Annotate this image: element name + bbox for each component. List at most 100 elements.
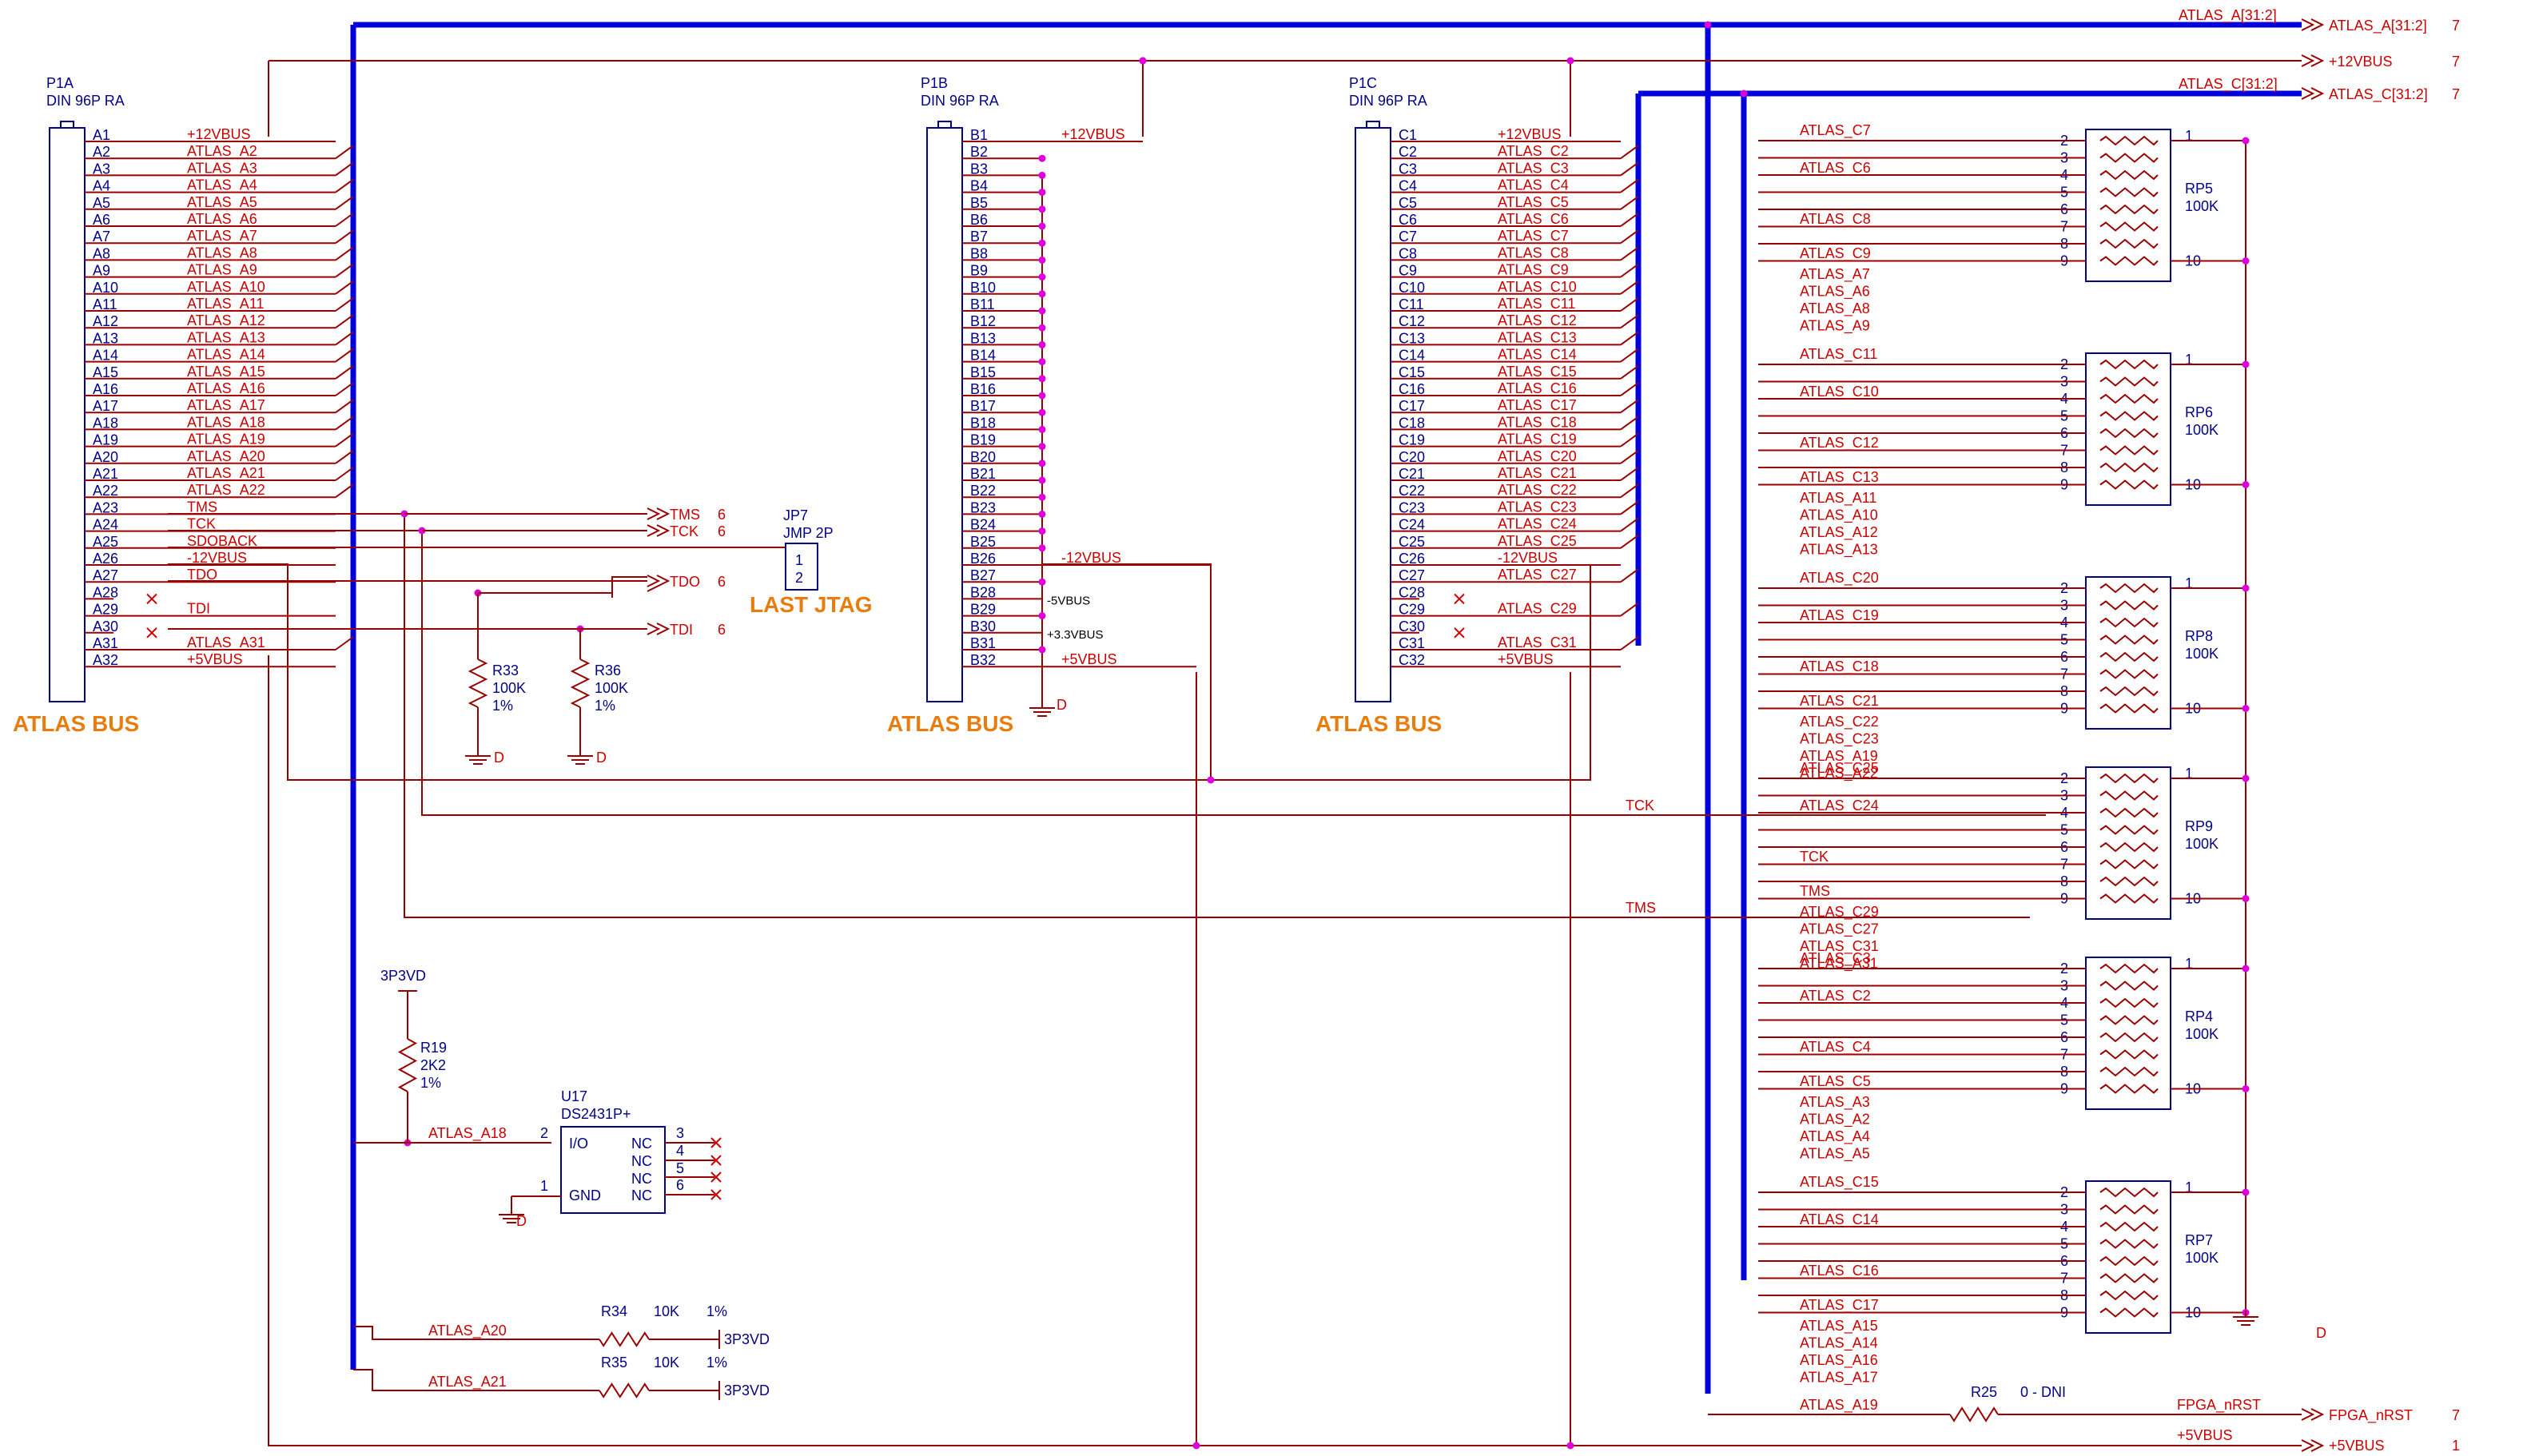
rpack-net-label: ATLAS_C16 bbox=[1800, 1263, 1879, 1279]
p1c-net-2: ATLAS_C2 bbox=[1498, 143, 1569, 160]
p1b-atlas-bus-title: ATLAS BUS bbox=[887, 711, 1013, 736]
svg-text:+12VBUS: +12VBUS bbox=[2329, 54, 2393, 70]
p1b-gnd-label: D bbox=[1057, 697, 1067, 713]
p1b-gnd-junction bbox=[1038, 239, 1046, 247]
u17-nc3: NC bbox=[631, 1136, 652, 1152]
rpack-junction bbox=[2242, 1188, 2250, 1196]
p1b-value: DIN 96P RA bbox=[921, 93, 999, 109]
p1c-bus-entry bbox=[1620, 161, 1639, 177]
p1a-pin-31: A31 bbox=[93, 635, 118, 651]
rpack-net-label: ATLAS_A11 bbox=[1800, 490, 1876, 507]
r35-tol: 1% bbox=[706, 1355, 727, 1370]
p1b-gnd-junction bbox=[1038, 171, 1046, 179]
rpack-net-label: ATLAS_C11 bbox=[1800, 346, 1877, 363]
p1a-net-23: TMS bbox=[187, 499, 217, 515]
p1c-pin-11: C11 bbox=[1399, 296, 1424, 312]
rpack-net-label: ATLAS_C8 bbox=[1800, 211, 1871, 228]
rpack-resistor bbox=[2099, 1255, 2159, 1267]
r36-symbol bbox=[570, 658, 591, 708]
rpack-resistor bbox=[2099, 135, 2159, 146]
rpack-resistor bbox=[2099, 825, 2159, 835]
p1a-net-20: ATLAS_A20 bbox=[187, 448, 265, 465]
rpack-rp9-value: 100K bbox=[2185, 836, 2219, 852]
p1b-net-b26: -12VBUS bbox=[1061, 550, 1121, 566]
rpack-resistor bbox=[2099, 153, 2159, 163]
p1a-noconn-30 bbox=[146, 627, 157, 638]
p1c-bus-entry bbox=[1620, 213, 1639, 227]
u17-noconn-3 bbox=[710, 1137, 722, 1148]
p1c-bus-entry bbox=[1620, 331, 1639, 346]
p1c-net-20: ATLAS_C20 bbox=[1498, 448, 1577, 465]
p1b-pin-13: B13 bbox=[970, 330, 996, 346]
rpack-resistor bbox=[2099, 462, 2159, 473]
p1c-net-18: ATLAS_C18 bbox=[1498, 414, 1577, 431]
rpack-rp7-body bbox=[2085, 1180, 2171, 1334]
offpage-arrow-fpga bbox=[2301, 1408, 2325, 1421]
rpack-resistor bbox=[2099, 651, 2159, 662]
rpack-junction bbox=[2242, 895, 2250, 902]
r34-value: 10K bbox=[654, 1303, 679, 1319]
jp7-pin1: 1 bbox=[795, 552, 803, 568]
p1c-pin-14: C14 bbox=[1399, 348, 1425, 364]
p1c-pin-25: C25 bbox=[1399, 534, 1425, 550]
p1a-net-2: ATLAS_A2 bbox=[187, 143, 257, 160]
jp7-ref: JP7 bbox=[783, 507, 808, 523]
r36-gnd-label: D bbox=[596, 750, 607, 766]
net-5vbus-bottom: +5VBUS bbox=[2177, 1427, 2233, 1443]
p1a-net-25: SDOBACK bbox=[187, 533, 257, 549]
p1b-pin-10: B10 bbox=[970, 280, 996, 296]
p1a-pin-24: A24 bbox=[93, 517, 118, 533]
u17-noconn-6 bbox=[710, 1189, 722, 1200]
p1b-gnd-junction bbox=[1038, 189, 1046, 197]
p1a-bus-entry bbox=[335, 213, 354, 227]
rpack-resistor bbox=[2099, 376, 2159, 387]
p1a-bus-entry bbox=[335, 178, 354, 193]
svg-text:6: 6 bbox=[718, 523, 726, 539]
p1c-bus-entry bbox=[1620, 145, 1639, 160]
rpack-rp4-body bbox=[2085, 957, 2171, 1110]
r33-value: 100K bbox=[492, 680, 526, 696]
rpack-net-label: ATLAS_C18 bbox=[1800, 658, 1879, 675]
p1a-bus-entry bbox=[335, 195, 354, 210]
rpack-net-label: ATLAS_A15 bbox=[1800, 1318, 1878, 1335]
rpack-net-label: ATLAS_C31 bbox=[1800, 938, 1879, 955]
rpack-rp9-body bbox=[2085, 766, 2171, 920]
p1b-pin-14: B14 bbox=[970, 348, 996, 364]
jp7-pin2: 2 bbox=[795, 570, 803, 586]
p1c-net-26: -12VBUS bbox=[1498, 550, 1558, 566]
p1c-pin-26: C26 bbox=[1399, 551, 1425, 567]
u17-nc4: NC bbox=[631, 1153, 652, 1169]
p1b-pin-7: B7 bbox=[970, 229, 988, 245]
p1a-net-11: ATLAS_A11 bbox=[187, 296, 264, 312]
svg-text:TMS: TMS bbox=[670, 507, 700, 523]
p1b-gnd-junction bbox=[1038, 392, 1046, 400]
r33-ref: R33 bbox=[492, 662, 519, 678]
rpack-resistor bbox=[2099, 617, 2159, 628]
p1a-pin-16: A16 bbox=[93, 381, 118, 397]
rpack-rp5-ref: RP5 bbox=[2185, 181, 2213, 197]
r33-tol: 1% bbox=[492, 698, 513, 714]
p1c-net-14: ATLAS_C14 bbox=[1498, 347, 1577, 364]
p1c-bus-entry bbox=[1620, 467, 1639, 481]
u17-gnd-label: GND bbox=[569, 1187, 601, 1203]
p1c-bus-entry bbox=[1620, 517, 1639, 532]
r33-gnd-label: D bbox=[494, 750, 504, 766]
net-fpga-nrst: FPGA_nRST bbox=[2177, 1397, 2261, 1414]
rpack-junction bbox=[2242, 584, 2250, 592]
p1a-net-6: ATLAS_A6 bbox=[187, 211, 257, 228]
rpack-net-label: ATLAS_C10 bbox=[1800, 384, 1879, 400]
rpack-rp4-ref: RP4 bbox=[2185, 1008, 2213, 1024]
p1a-ref: P1A bbox=[46, 75, 74, 91]
p1c-noconn-30 bbox=[1454, 627, 1465, 638]
jtag-port-tdo: TDO 6 bbox=[168, 574, 726, 598]
svg-text:TDO: TDO bbox=[670, 574, 700, 590]
rpack-net-label: ATLAS_A8 bbox=[1800, 300, 1870, 317]
offpage-atlas-c: ATLAS_C[31:2] ATLAS_C[31:2] 7 bbox=[2179, 76, 2460, 103]
p1a-pin-15: A15 bbox=[93, 364, 118, 380]
p1c-body bbox=[1355, 127, 1391, 702]
rpack-net-label: ATLAS_C14 bbox=[1800, 1211, 1879, 1228]
p1b-pin-3: B3 bbox=[970, 161, 988, 177]
p1c-pin-1: C1 bbox=[1399, 127, 1417, 143]
p1c-pin-32: C32 bbox=[1399, 652, 1425, 668]
p1a-pin-18: A18 bbox=[93, 415, 118, 431]
